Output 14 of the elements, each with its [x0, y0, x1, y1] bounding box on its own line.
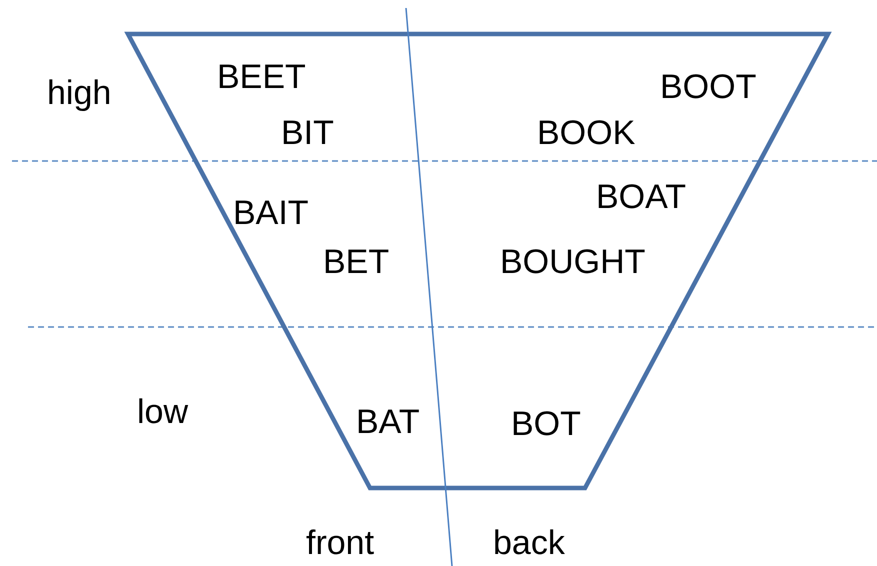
- axis-label: front: [306, 526, 374, 560]
- axis-label: back: [493, 526, 565, 560]
- vowel-label: BOOT: [660, 70, 756, 104]
- vowel-label: BEET: [217, 60, 306, 94]
- axis-label: low: [137, 395, 188, 429]
- vowel-label: BAT: [356, 405, 420, 439]
- vowel-label: BET: [323, 245, 390, 279]
- vowel-label: BAIT: [233, 196, 309, 230]
- vowel-label: BOT: [511, 407, 581, 441]
- axis-label: high: [47, 76, 112, 110]
- vowel-label: BIT: [281, 116, 334, 150]
- vowel-label: BOUGHT: [500, 245, 646, 279]
- vowel-label: BOOK: [537, 116, 636, 150]
- vowel-label: BOAT: [596, 180, 686, 214]
